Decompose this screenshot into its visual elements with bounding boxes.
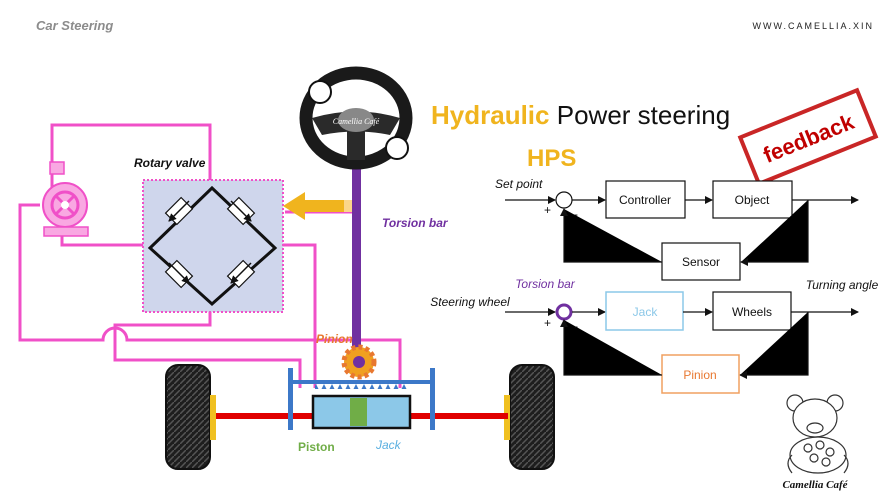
logo-bear — [786, 394, 849, 474]
d1-minus: - — [574, 207, 578, 221]
d2-plus: + — [544, 316, 551, 330]
label-torsion-bar: Torsion bar — [382, 216, 448, 230]
torsion-bar — [352, 165, 361, 365]
tire-left — [165, 364, 216, 470]
title-hydraulic: Hydraulic — [431, 100, 550, 130]
pump-icon — [42, 161, 89, 237]
stamp-text: feedback — [760, 109, 859, 168]
d1-object: Object — [735, 193, 770, 207]
block-diagram-2: Steering wheel Torsion bar Jack Wheels T… — [430, 277, 879, 394]
wheel-logo: Camellia Café — [333, 117, 380, 126]
pinion-gear — [341, 344, 377, 380]
label-piston: Piston — [298, 440, 335, 454]
d1-plus: + — [544, 203, 551, 217]
rotary-valve — [142, 179, 284, 313]
d1-sensor: Sensor — [682, 255, 720, 269]
d2-pinion: Pinion — [683, 368, 716, 382]
bracket-right — [430, 368, 435, 430]
d1-set-point: Set point — [495, 177, 543, 191]
d2-wheels: Wheels — [732, 305, 772, 319]
d2-minus: - — [574, 319, 578, 333]
label-jack: Jack — [376, 438, 401, 452]
rack-teeth — [315, 381, 408, 389]
steering-wheel — [299, 66, 413, 170]
d2-turning-angle: Turning angle — [806, 278, 879, 292]
tire-right — [504, 364, 555, 470]
bracket-left — [288, 368, 293, 430]
d2-torsion-bar: Torsion bar — [515, 277, 576, 291]
d2-steering: Steering wheel — [430, 295, 510, 309]
jack-cylinder — [311, 394, 412, 430]
feedback-stamp: feedback — [737, 87, 879, 187]
main-title: Hydraulic Power steering — [431, 100, 730, 131]
title-power-steering: Power steering — [556, 100, 731, 130]
d2-jack: Jack — [633, 305, 659, 319]
input-arrow — [283, 192, 354, 220]
label-pinion: Pinion — [316, 332, 353, 346]
header-website: WWW.CAMELLIA.XIN — [752, 21, 874, 31]
d1-controller: Controller — [619, 193, 671, 207]
title-hps: HPS — [527, 145, 577, 172]
logo-text: Camellia Café — [782, 479, 848, 491]
label-rotary-valve: Rotary valve — [134, 156, 206, 170]
header-title: Car Steering — [36, 18, 114, 33]
block-diagram-1: Set point Controller Object Sensor + - — [495, 177, 859, 281]
